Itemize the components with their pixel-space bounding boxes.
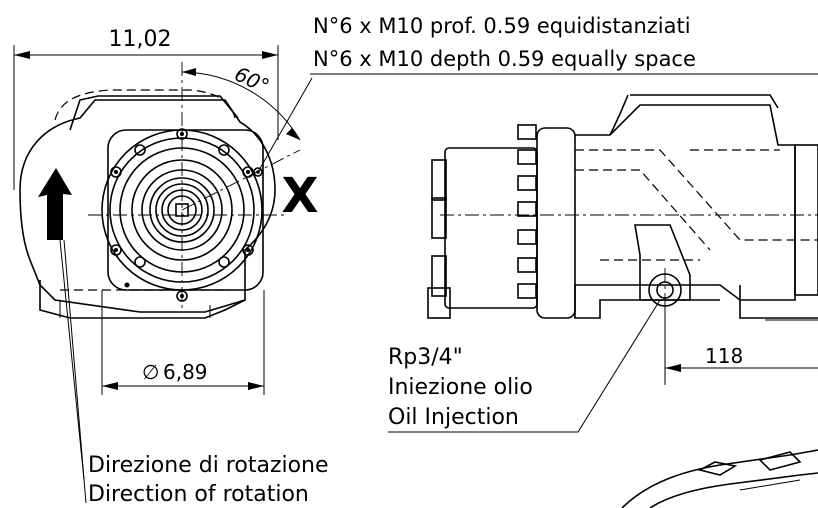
- dimension-width-label: 11,02: [109, 27, 172, 52]
- bolt-holes: [110, 128, 263, 302]
- isometric-view-partial: [621, 449, 818, 508]
- rotation-note-it: Direzione di rotazione: [88, 453, 329, 478]
- dimension-diameter: ∅ 6,89: [101, 290, 265, 395]
- rotation-arrow: [38, 168, 72, 240]
- dimension-angle: 60°: [181, 62, 301, 141]
- holes-note-it: N°6 x M10 prof. 0.59 equidistanziati: [313, 14, 691, 38]
- side-view: [427, 94, 818, 319]
- oil-injection-en: Oil Injection: [388, 405, 519, 430]
- front-view: [19, 62, 301, 319]
- rotation-note-en: Direction of rotation: [88, 482, 309, 507]
- dimension-angle-label: 60°: [231, 62, 273, 99]
- view-marker-x: X: [281, 168, 318, 224]
- dimension-diameter-symbol: ∅: [142, 360, 159, 384]
- dimension-width-top: 11,02: [13, 27, 279, 190]
- dimension-118: 118: [664, 300, 818, 385]
- holes-note-en: N°6 x M10 depth 0.59 equally space: [313, 47, 696, 71]
- oil-injection-it: Iniezione olio: [388, 375, 533, 400]
- oil-port-label: Rp3/4": [388, 345, 463, 370]
- dimension-118-label: 118: [705, 344, 743, 368]
- dimension-diameter-label: 6,89: [163, 360, 208, 384]
